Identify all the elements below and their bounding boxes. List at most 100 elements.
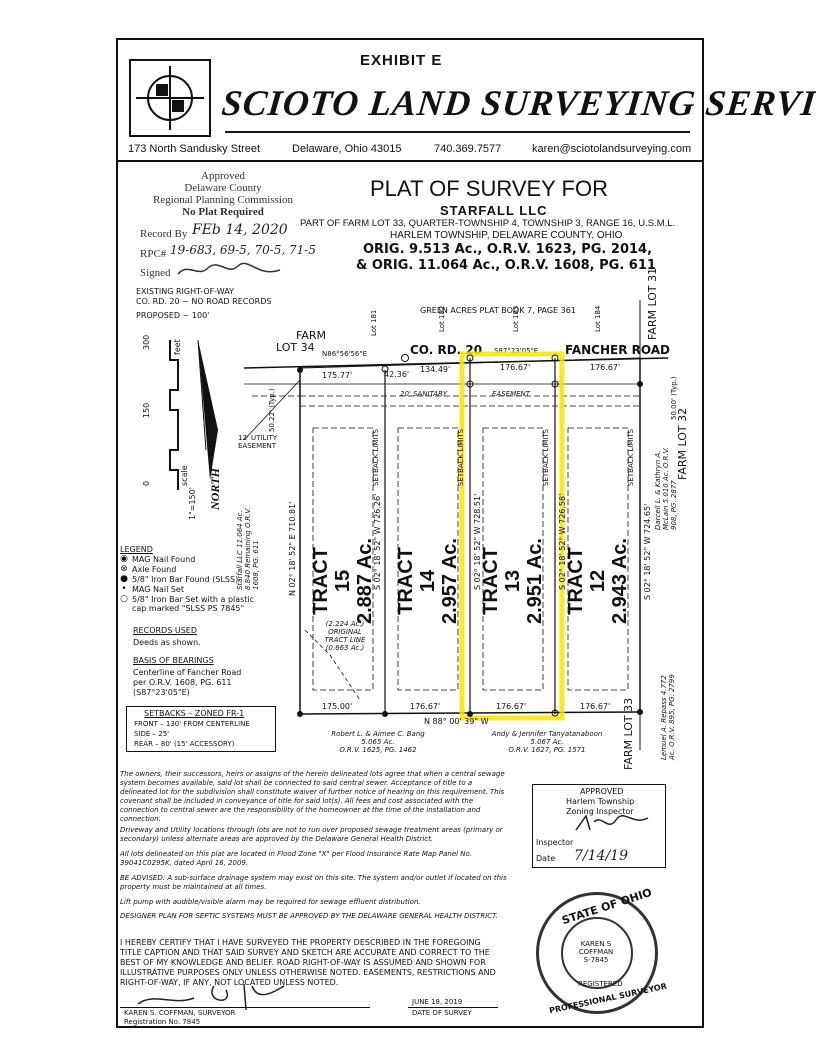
orig-tract-area-2: (0.663 Ac.) (325, 644, 365, 652)
seal-inner-ring (561, 917, 633, 989)
surveyor-registration: Registration No. 7845 (124, 1018, 201, 1026)
bearing-line-3: S 02° 18' 52" W 728.51' (473, 493, 482, 590)
fancher-road-label: FANCHER ROAD (565, 343, 670, 357)
road-bearing-west: N86°56'56"E (322, 350, 368, 358)
legend-label: 5/8" Iron Bar Found (SLSS) (132, 574, 239, 584)
company-email[interactable]: karen@sciotolandsurveying.com (532, 143, 692, 155)
date-value: 7/14/19 (574, 848, 628, 864)
tract-14-name: TRACT 14 (395, 547, 439, 615)
bearing-line-1: N 02° 18' 52" E 710.81' (288, 501, 297, 596)
mag-nail-set-icon: • (121, 584, 127, 594)
tract-15: TRACT 15 2.887 Ac. (310, 536, 376, 626)
exhibit-label: EXHIBIT E (360, 52, 443, 69)
date-label: Date (536, 854, 556, 863)
lot-34-label: LOT 34 (276, 341, 315, 354)
farm-lot-33: FARM LOT 33 (622, 697, 635, 770)
tany-record: O.R.V. 1627, PG. 1571 (508, 746, 586, 754)
stamp-line-no-plat: No Plat Required (182, 206, 264, 218)
setback-limit-12: SETBACK LIMITS (627, 428, 635, 486)
seal-name: KAREN S COFFMAN S-7845 (576, 940, 616, 964)
setback-rear: REAR – 80' (15' ACCESSORY) (134, 740, 235, 748)
mag-nail-found-icon: ◉ (120, 554, 128, 564)
note-lift-pump: Lift pump with audible/visible alarm may… (120, 898, 421, 906)
township-inspector-title: Zoning Inspector (566, 807, 634, 816)
easement-label: EASEMENT (492, 390, 531, 398)
page-border (116, 38, 704, 1028)
tract-12-area: 2.943 Ac. (609, 538, 631, 624)
original-tract-note: (2.224 Ac.) ORIGINAL TRACT LINE (0.663 A… (318, 620, 372, 652)
record-by-value: FEb 14, 2020 (192, 222, 288, 238)
dist-north-5: 176.67' (590, 363, 621, 372)
note-septic: DESIGNER PLAN FOR SEPTIC SYSTEMS MUST BE… (120, 912, 498, 920)
surveyor-signature-icon (137, 983, 285, 1011)
tract-13: TRACT 13 2.951 Ac. (480, 536, 546, 626)
bang-adjoiner: Robert L. & Aimee C. Bang 5.065 Ac. O.R.… (318, 730, 438, 754)
surveyor-seal (536, 892, 658, 1014)
bang-record: O.R.V. 1625, PG. 1462 (339, 746, 417, 754)
tract-14: TRACT 14 2.957 Ac. (395, 536, 461, 626)
basis-line-1: Centerline of Fancher Road (133, 668, 242, 677)
seal-registered: REGISTERED (578, 980, 623, 988)
record-by-label: Record By (140, 228, 188, 240)
surveyor-certification: I HEREBY CERTIFY THAT I HAVE SURVEYED TH… (120, 938, 496, 987)
inspector-signature-icon (575, 814, 649, 831)
legend-label: MAG Nail Found (132, 554, 196, 564)
note-drainage: BE ADVISED: A sub-surface drainage syste… (120, 874, 507, 891)
stamp-line-commission: Regional Planning Commission (153, 194, 293, 206)
survey-date: JUNE 18, 2019 (412, 998, 463, 1006)
iron-bar-set-icon: ○ (120, 594, 128, 604)
legend-item: ● 5/8" Iron Bar Found (SLSS) (120, 574, 254, 584)
tanyatanaboon-adjoiner: Andy & Jennifer Tanyatanaboon 5.067 Ac. … (482, 730, 612, 754)
survey-date-label: DATE OF SURVEY (412, 1009, 472, 1017)
township-approval-box (532, 784, 666, 868)
signature-line (120, 1007, 370, 1008)
tany-owner: Andy & Jennifer Tanyatanaboon (491, 730, 603, 738)
bearing-line-2: S 02° 18' 52" W 726.26' (373, 493, 382, 590)
sanitary-label: 20' SANITARY (400, 390, 448, 398)
plat-owner: STARFALL LLC (440, 203, 548, 218)
orig-tract-line: TRACT LINE (324, 636, 366, 644)
repass-adjoiner: Lemuel A. Repass 4.772 Ac. O.R.V. 895, P… (660, 674, 676, 760)
road-bearing-east: S87°23'05"E (494, 347, 539, 355)
legend-item: ⊗Axle Found (120, 564, 254, 574)
row-proposed: PROPOSED ~ 100' (136, 311, 210, 320)
company-city: Delaware, Ohio 43015 (292, 143, 402, 155)
legend-item: •MAG Nail Set (120, 584, 254, 594)
records-text: Deeds as shown. (133, 638, 201, 647)
seal-name-2: COFFMAN (578, 948, 614, 956)
township-name: Harlem Township (566, 797, 635, 806)
stamp-line-county: Delaware County (184, 182, 262, 194)
tract-15-name: TRACT 15 (310, 547, 354, 615)
tract-14-area: 2.957 Ac. (439, 538, 461, 624)
dist-south-1: 175.00' (322, 702, 353, 711)
legend-label: 5/8" Iron Bar Set with a plastic (132, 594, 255, 604)
plat-description-1: PART OF FARM LOT 33, QUARTER-TOWNSHIP 4,… (300, 218, 676, 229)
company-phone: 740.369.7577 (434, 143, 502, 155)
orig-parcel-2: & ORIG. 11.064 Ac., O.R.V. 1608, PG. 611 (356, 258, 656, 273)
dist-north-3: 134.49' (420, 365, 451, 374)
note-sewer: The owners, their successors, heirs or a… (120, 770, 505, 823)
dist-south-2: 176.67' (410, 702, 441, 711)
header-divider (116, 160, 704, 162)
legend-label: Axle Found (132, 564, 177, 574)
surveyor-name: KAREN S. COFFMAN, SURVEYOR (124, 1009, 236, 1017)
legend-item: ◉ MAG Nail Found (120, 554, 254, 564)
tract-12: TRACT 12 2.943 Ac. (565, 536, 631, 626)
legend-item: ○ 5/8" Iron Bar Set with a plastic (120, 594, 254, 604)
dist-south-3: 176.67' (496, 702, 527, 711)
iron-bar-found-icon: ● (120, 574, 128, 584)
dist-north-4: 176.67' (500, 363, 531, 372)
row-note-1: EXISTING RIGHT-OF-WAY (136, 287, 235, 296)
seal-number: S-7845 (583, 956, 609, 964)
mclain-adjoiner: Darcell L. & Kathryn A. McLain 5.010 Ac.… (654, 447, 678, 530)
bang-owner: Robert L. & Aimee C. Bang (331, 730, 425, 738)
green-acres-label: GREEN ACRES PLAT BOOK 7, PAGE 361 (420, 306, 576, 315)
stamp-line-approved: Approved (201, 170, 245, 182)
rpc-value: 19-683, 69-5, 70-5, 71-5 (170, 243, 316, 257)
note-driveway: Driveway and Utility locations through l… (120, 826, 503, 843)
approval-stamp: Approved Delaware County Regional Planni… (148, 170, 298, 218)
plat-description-2: HARLEM TOWNSHIP, DELAWARE COUNTY, OHIO (390, 230, 623, 241)
date-line (408, 1007, 498, 1008)
utility-easement: 12' UTILITY EASEMENT (238, 434, 278, 450)
